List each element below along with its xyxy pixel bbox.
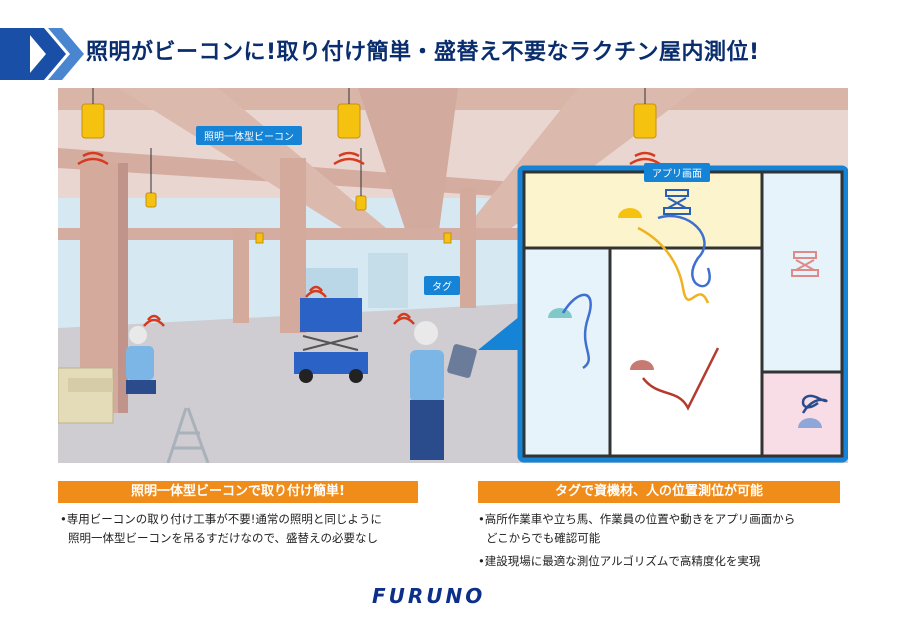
left-heading: 照明一体型ビーコンで取り付け簡単! [58,481,418,503]
chevron-arrows-icon [0,28,84,80]
tag-label: タグ [424,276,460,295]
right-bullet-1: •高所作業車や立ち馬、作業員の位置や動きをアプリ画面から [478,512,796,526]
app-screen-label: アプリ画面 [644,163,710,182]
left-bullet-1: •専用ビーコンの取り付け工事が不要!通常の照明と同じように [60,512,382,526]
page-title: 照明がビーコンに!取り付け簡単・盛替え不要なラクチン屋内測位! [86,40,760,65]
right-heading: タグで資機材、人の位置測位が可能 [478,481,840,503]
furuno-logo: FURUNO [372,584,486,608]
construction-scene-illustration: 照明一体型ビーコン タグ アプリ画面 [58,88,848,463]
left-bullet-2: 照明一体型ビーコンを吊るすだけなので、盛替えの必要なし [68,531,379,545]
beacon-label: 照明一体型ビーコン [196,126,302,145]
right-bullet-2: どこからでも確認可能 [486,531,601,545]
header-banner: 照明がビーコンに!取り付け簡単・盛替え不要なラクチン屋内測位! [0,28,900,80]
right-bullet-3: •建設現場に最適な測位アルゴリズムで高精度化を実現 [478,554,761,568]
